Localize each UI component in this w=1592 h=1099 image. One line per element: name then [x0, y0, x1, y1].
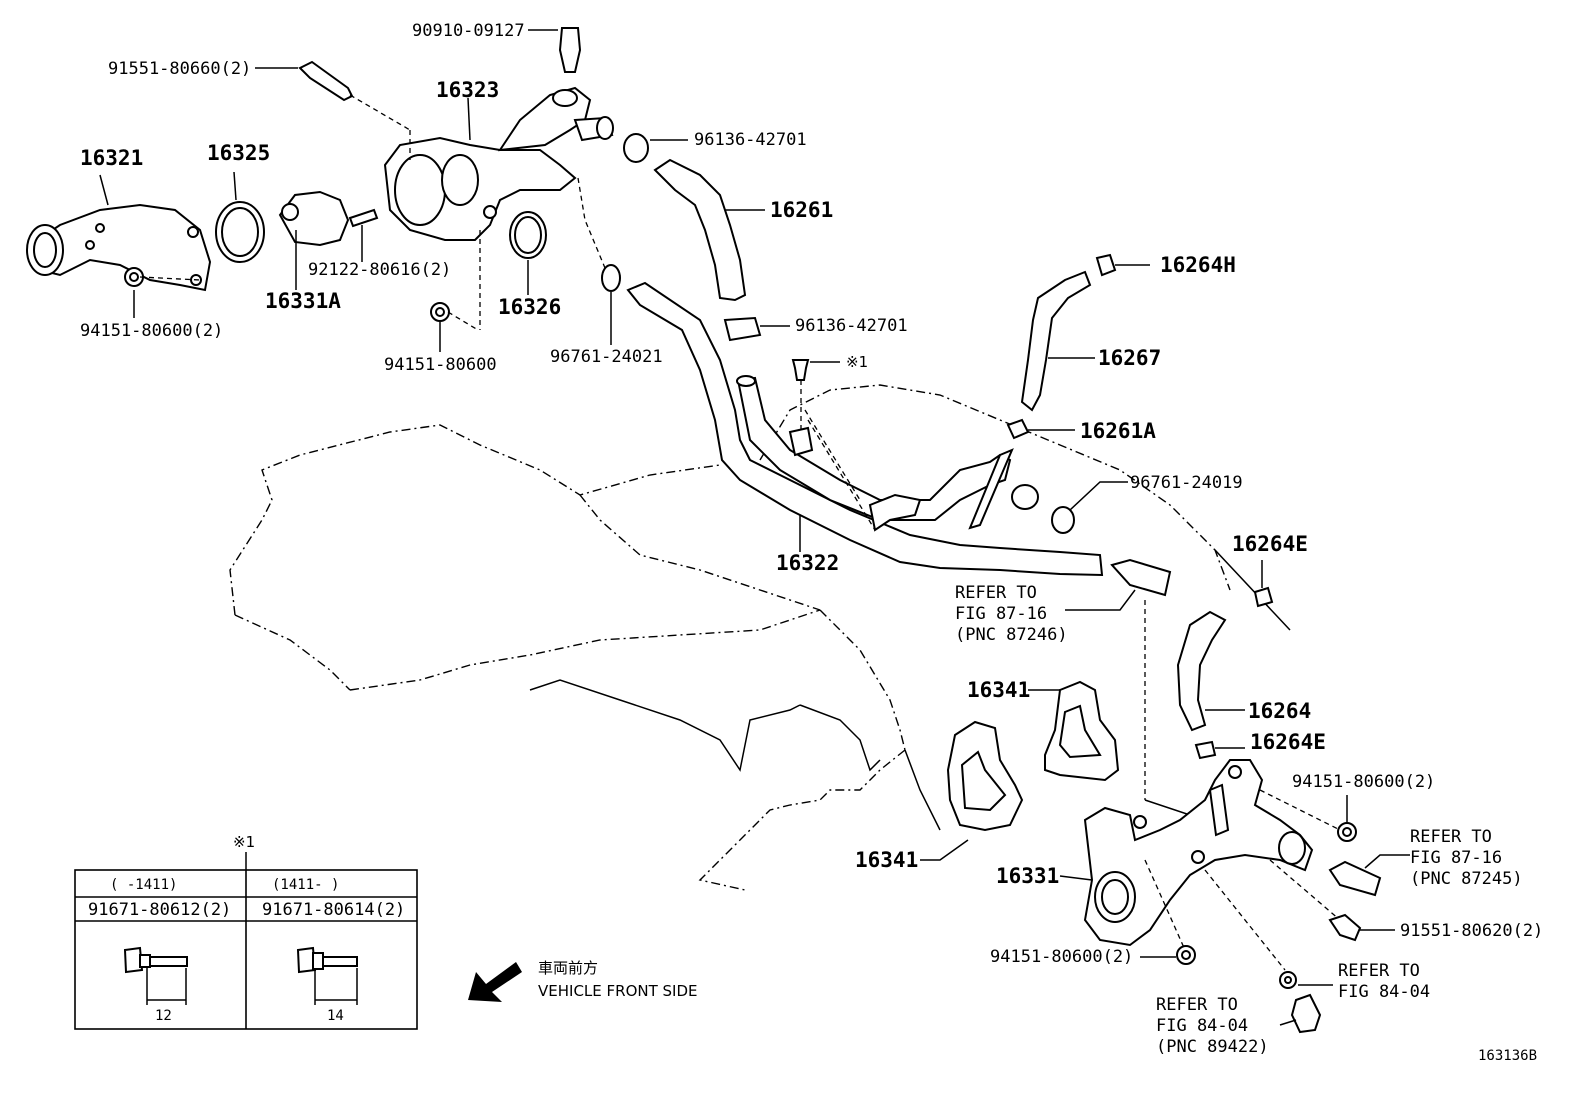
inset-range-1: ( -1411) [110, 877, 177, 893]
svg-text:REFER TO: REFER TO [1156, 995, 1238, 1015]
label-16264E-a[interactable]: 16264E [1232, 532, 1308, 556]
hose-16267[interactable] [1020, 270, 1095, 412]
label-16341-b[interactable]: 16341 [855, 848, 918, 872]
label-96136-42701-a[interactable]: 96136-42701 [694, 130, 807, 150]
part-16323-water-outlet[interactable] [383, 86, 614, 241]
figure-number: 163136B [1478, 1048, 1537, 1064]
gasket-16325[interactable] [215, 171, 265, 263]
label-16323[interactable]: 16323 [436, 78, 499, 102]
hose-16261[interactable] [653, 158, 765, 302]
bolt-91551-80620[interactable] [1328, 913, 1395, 942]
leader-lines [139, 94, 876, 531]
nut-94151-d[interactable] [1140, 945, 1196, 965]
label-16341-a[interactable]: 16341 [967, 678, 1030, 702]
refer-fig-87-16-b[interactable]: REFER TO FIG 87-16 (PNC 87245) [1410, 827, 1523, 889]
refer-fig-84-04-a[interactable]: REFER TO FIG 84-04 [1338, 961, 1430, 1002]
washer-ref-8404[interactable] [1279, 971, 1333, 989]
svg-text:REFER TO: REFER TO [1410, 827, 1492, 847]
label-96761-24021[interactable]: 96761-24021 [550, 347, 663, 367]
inset-range-2: (1411- ) [272, 877, 339, 893]
clamp-96136-a[interactable] [623, 133, 688, 163]
sensor-90910[interactable] [528, 27, 582, 73]
svg-text:REFER TO: REFER TO [955, 583, 1037, 603]
label-91551-80660[interactable]: 91551-80660(2) [108, 59, 251, 79]
clip-16264H[interactable] [1095, 253, 1150, 277]
bolt-91551-80660[interactable] [255, 60, 354, 102]
part-16331-water-outlet[interactable] [1059, 759, 1341, 971]
refer-fig-84-04-b[interactable]: REFER TO FIG 84-04 (PNC 89422) [1156, 995, 1269, 1057]
label-92122-80616[interactable]: 92122-80616(2) [308, 260, 451, 280]
nut-94151-a[interactable] [124, 267, 144, 318]
vehicle-front-arrow-icon [468, 962, 522, 1002]
inset-table [74, 852, 418, 1030]
engine-outline [229, 384, 1291, 891]
inset-part-2[interactable]: 91671-80614(2) [262, 900, 405, 920]
svg-text:(PNC 87246): (PNC 87246) [955, 625, 1068, 645]
stud-92122[interactable] [348, 208, 379, 262]
label-16331[interactable]: 16331 [996, 864, 1059, 888]
label-16322[interactable]: 16322 [776, 551, 839, 575]
hose-ref-87245[interactable] [1328, 854, 1410, 897]
svg-text:REFER TO: REFER TO [1338, 961, 1420, 981]
inset-marker: ※1 [233, 833, 255, 851]
label-16264[interactable]: 16264 [1248, 699, 1311, 723]
inset-dim-2: 14 [327, 1008, 344, 1024]
svg-text:FIG 87-16: FIG 87-16 [955, 604, 1047, 624]
label-94151-80600-a[interactable]: 94151-80600(2) [80, 321, 223, 341]
oring-96761-24021[interactable] [601, 264, 621, 345]
clamp-96136-b[interactable] [723, 316, 790, 342]
label-91551-80620[interactable]: 91551-80620(2) [1400, 921, 1543, 941]
label-16321[interactable]: 16321 [80, 146, 143, 170]
bolt-ref1[interactable] [788, 359, 840, 457]
label-16326[interactable]: 16326 [498, 295, 561, 319]
label-16331A[interactable]: 16331A [265, 289, 341, 313]
svg-text:FIG 84-04: FIG 84-04 [1338, 982, 1430, 1002]
clip-16264E-a[interactable] [1253, 560, 1274, 608]
inset-bolt-12-icon [123, 946, 188, 1005]
refer-fig-87-16-a[interactable]: REFER TO FIG 87-16 (PNC 87246) [955, 583, 1068, 645]
svg-text:(PNC 89422): (PNC 89422) [1156, 1037, 1269, 1057]
inset-text: ※1 ( -1411) (1411- ) 91671-80612(2) 9167… [88, 833, 405, 1024]
part-16321-water-inlet[interactable] [26, 174, 212, 292]
label-16264E-b[interactable]: 16264E [1250, 730, 1326, 754]
refer-notes: REFER TO FIG 87-16 (PNC 87246) REFER TO … [955, 583, 1523, 1057]
label-16325[interactable]: 16325 [207, 141, 270, 165]
pipe-16322[interactable] [626, 281, 1104, 577]
nut-94151-b[interactable] [430, 302, 450, 352]
label-16264H[interactable]: 16264H [1160, 253, 1236, 277]
front-side-jp: 車両前方 [538, 959, 598, 977]
nut-94151-c[interactable] [1337, 795, 1357, 842]
label-ref1[interactable]: ※1 [846, 353, 868, 371]
gasket-16326[interactable] [509, 211, 547, 295]
part-labels: 90910-09127 91551-80660(2) 16323 96136-4… [80, 21, 1543, 967]
svg-text:FIG 87-16: FIG 87-16 [1410, 848, 1502, 868]
inset-bolt-14-icon [296, 946, 358, 1005]
front-side-en: VEHICLE FRONT SIDE [538, 982, 698, 1000]
svg-text:FIG 84-04: FIG 84-04 [1156, 1016, 1248, 1036]
gasket-16341-b[interactable] [920, 720, 1024, 861]
label-16261[interactable]: 16261 [770, 198, 833, 222]
gasket-16341-a[interactable] [1028, 680, 1120, 782]
label-94151-80600-b[interactable]: 94151-80600 [384, 355, 497, 375]
front-side-note: 車両前方 VEHICLE FRONT SIDE [538, 959, 698, 1000]
label-16267[interactable]: 16267 [1098, 346, 1161, 370]
label-90910-09127[interactable]: 90910-09127 [412, 21, 525, 41]
label-96761-24019[interactable]: 96761-24019 [1130, 473, 1243, 493]
clip-16264E-b[interactable] [1194, 740, 1245, 760]
clip-16261A[interactable] [1006, 418, 1075, 440]
hose-16264[interactable] [1176, 610, 1245, 732]
inset-part-1[interactable]: 91671-80612(2) [88, 900, 231, 920]
sensor-ref-89422[interactable] [1279, 993, 1322, 1034]
thermostat-16331A[interactable] [278, 190, 350, 290]
label-94151-80600-d[interactable]: 94151-80600(2) [990, 947, 1133, 967]
inset-dim-1: 12 [155, 1008, 172, 1024]
svg-text:(PNC 87245): (PNC 87245) [1410, 869, 1523, 889]
hose-ref-87246[interactable] [1065, 558, 1172, 800]
label-94151-80600-c[interactable]: 94151-80600(2) [1292, 772, 1435, 792]
label-16261A[interactable]: 16261A [1080, 419, 1156, 443]
oring-96761-24019[interactable] [1051, 481, 1128, 534]
label-96136-42701-b[interactable]: 96136-42701 [795, 316, 908, 336]
